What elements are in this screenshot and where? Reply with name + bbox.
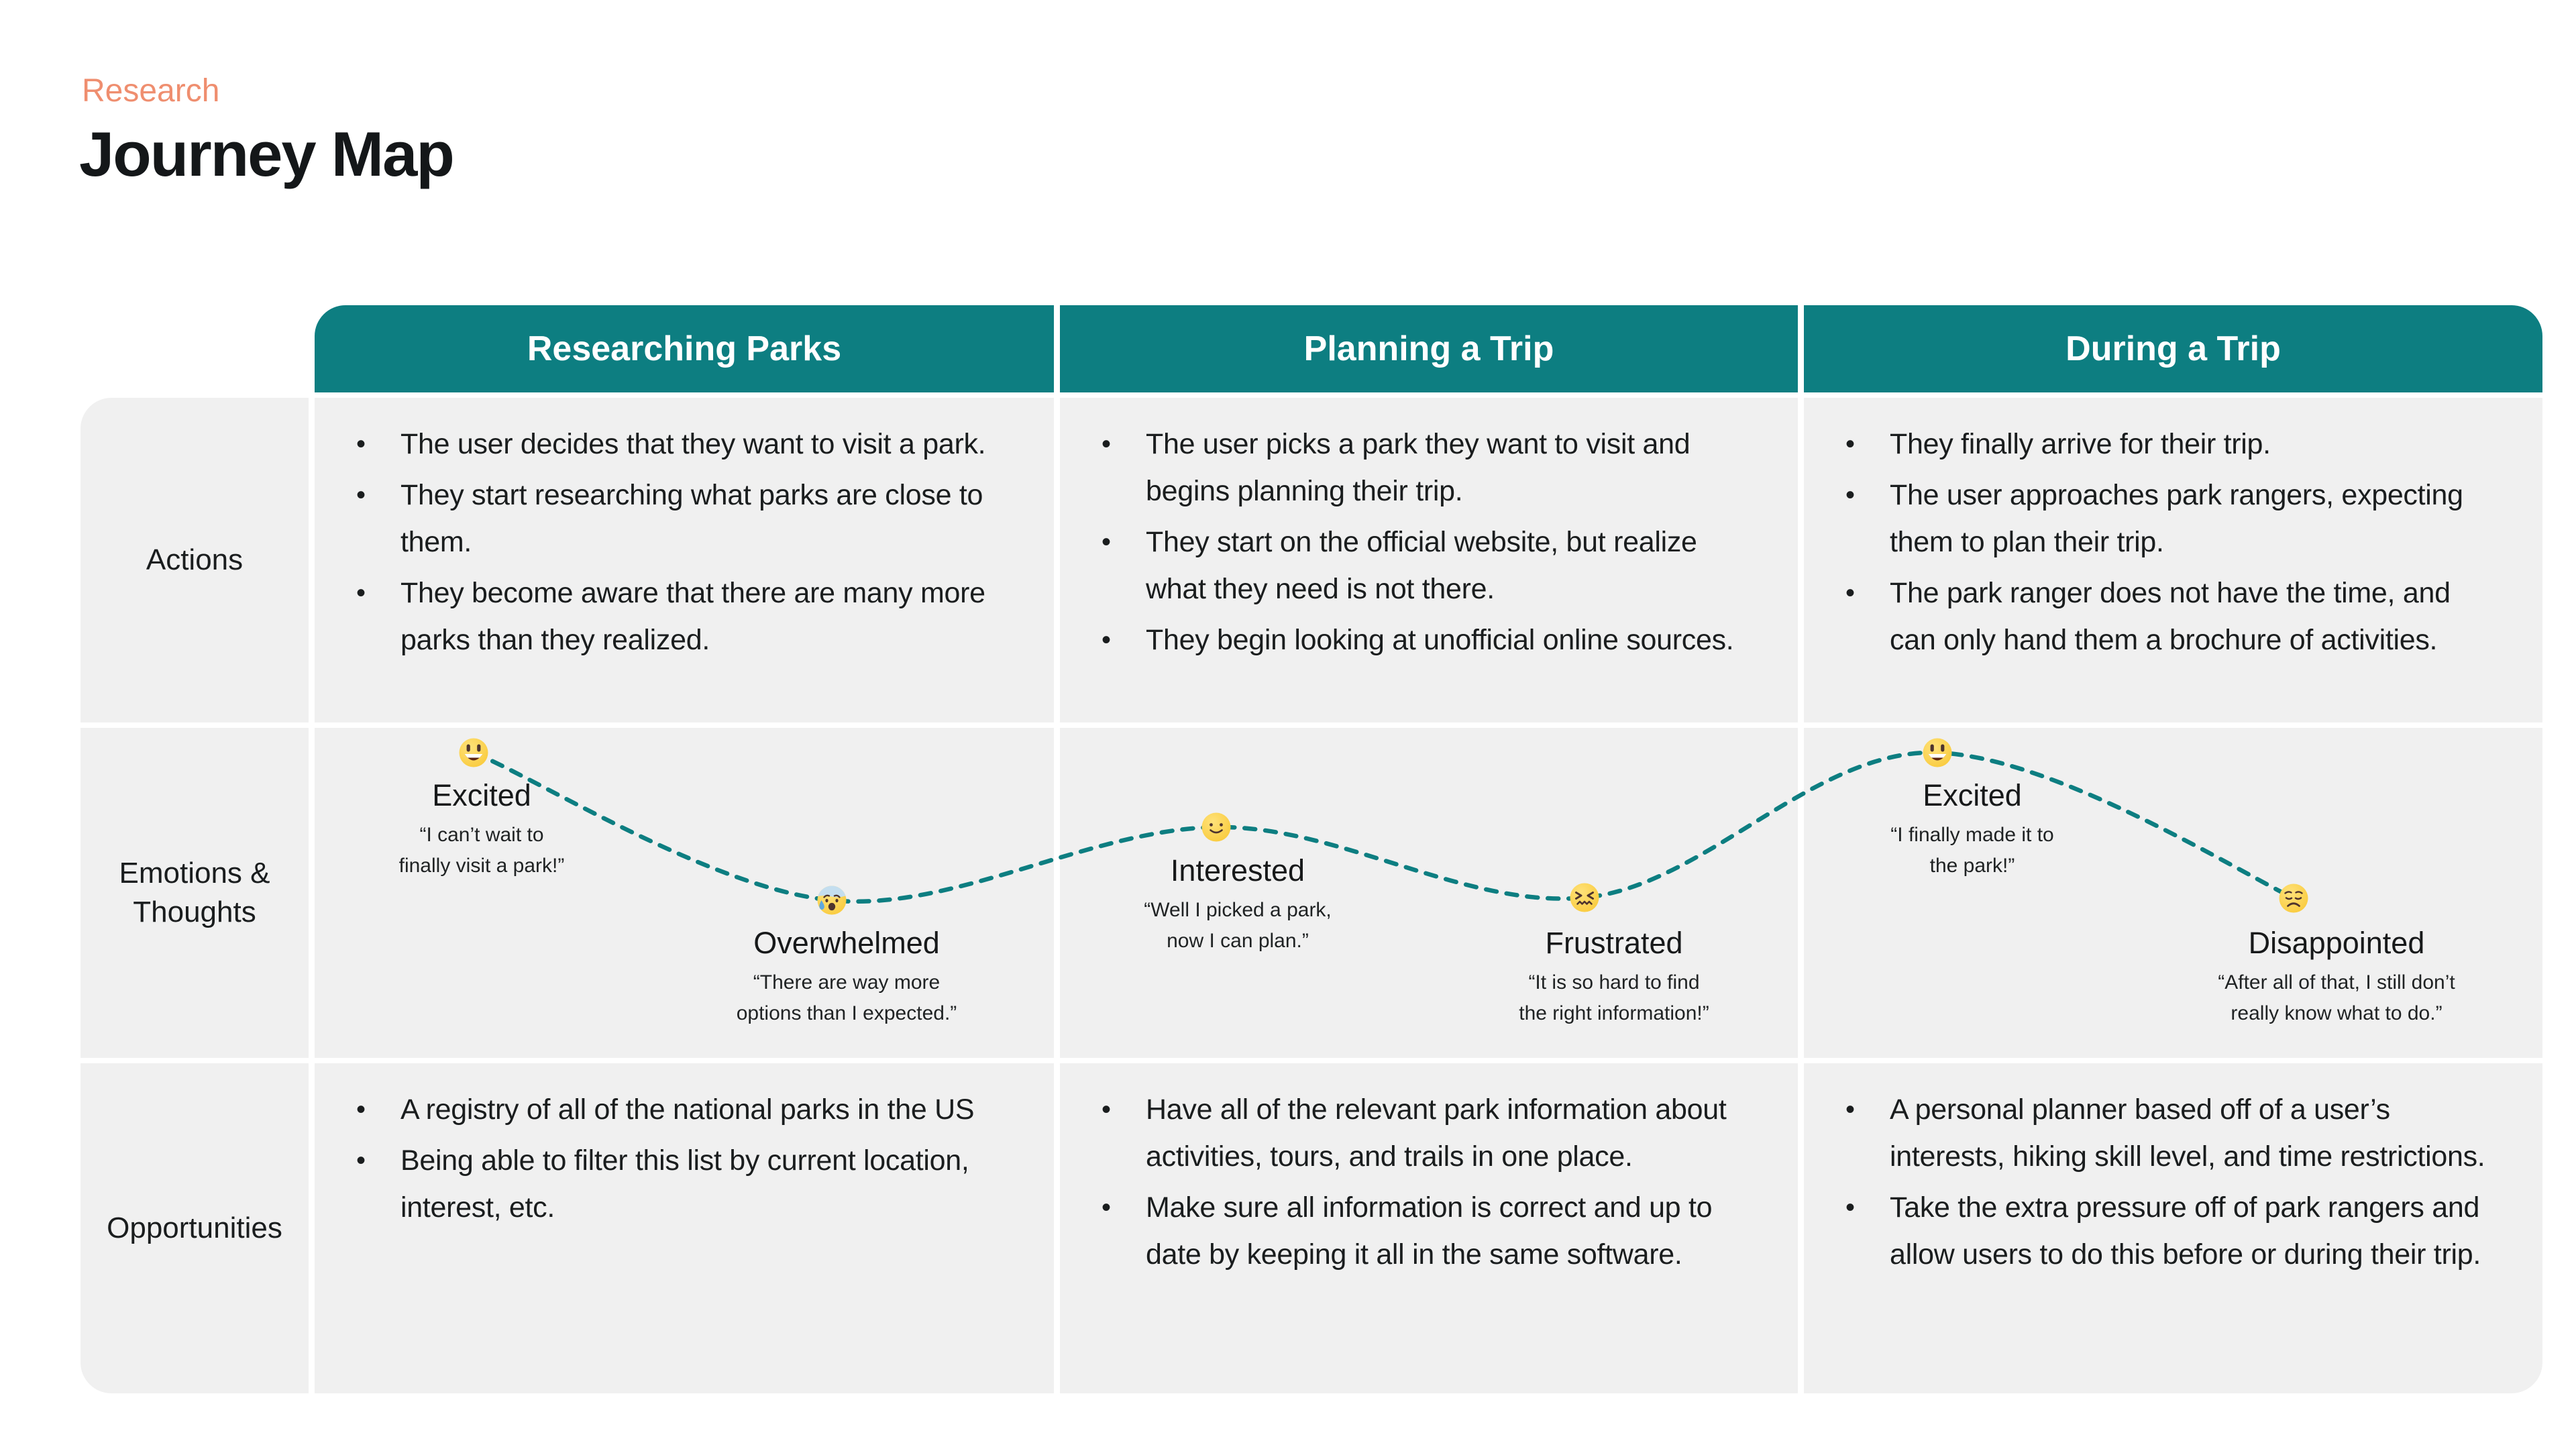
emotion-quote: “After all of that, I still don’t really… [2149,967,2524,1029]
quote-line: “Well I picked a park, [1144,899,1332,921]
page-title: Journey Map [79,119,455,189]
emotion-quote: “There are way more options than I expec… [659,967,1034,1029]
quote-line: the park!” [1929,855,2015,877]
quote-line: finally visit a park!” [398,855,565,877]
quote-line: now I can plan.” [1167,930,1309,952]
quote-line: the right information!” [1519,1002,1709,1024]
list-item: The park ranger does not have the time, … [1845,570,2490,663]
list-item: Have all of the relevant park informatio… [1102,1086,1746,1180]
disappointed-emoji-icon [2277,882,2310,914]
emotion-quote: “Well I picked a park, now I can plan.” [1050,895,1426,957]
quote-line: “After all of that, I still don’t [2218,971,2455,994]
interested-emoji-icon [1200,811,1232,843]
row-label-opportunities: Opportunities [80,1063,309,1393]
header-during-a-trip: During a Trip [1804,305,2542,392]
header-researching-parks: Researching Parks [315,305,1054,392]
overwhelmed-emoji-icon [816,884,848,916]
emotion-label: Disappointed [2248,926,2425,960]
quote-line: “There are way more [753,971,941,994]
actions-planning-cell: The user picks a park they want to visit… [1060,398,1798,722]
quote-line: “I finally made it to [1890,824,2054,846]
list-item: The user picks a park they want to visit… [1102,421,1746,515]
opportunities-during-list: A personal planner based off of a user’s… [1804,1086,2542,1278]
opportunities-researching-cell: A registry of all of the national parks … [315,1063,1054,1393]
list-item: Being able to filter this list by curren… [356,1137,1002,1231]
list-item: A personal planner based off of a user’s… [1845,1086,2490,1180]
quote-line: “I can’t wait to [419,824,544,846]
quote-line: options than I expected.” [736,1002,957,1024]
header-planning-a-trip: Planning a Trip [1060,305,1798,392]
eyebrow-label: Research [82,73,220,109]
emotion-label: Interested [1170,853,1305,888]
list-item: A registry of all of the national parks … [356,1086,1002,1133]
header-spacer [80,305,309,392]
list-item: Take the extra pressure off of park rang… [1845,1184,2490,1278]
list-item: They finally arrive for their trip. [1845,421,2490,468]
list-item: Make sure all information is correct and… [1102,1184,1746,1278]
emotion-quote: “I can’t wait to finally visit a park!” [294,820,669,881]
actions-during-list: They finally arrive for their trip. The … [1804,421,2542,663]
list-item: The user decides that they want to visit… [356,421,1002,468]
actions-during-cell: They finally arrive for their trip. The … [1804,398,2542,722]
emotion-label: Excited [1923,778,2022,812]
opportunities-during-cell: A personal planner based off of a user’s… [1804,1063,2542,1393]
opportunities-planning-cell: Have all of the relevant park informatio… [1060,1063,1798,1393]
actions-planning-list: The user picks a park they want to visit… [1060,421,1798,663]
list-item: They start researching what parks are cl… [356,472,1002,566]
actions-researching-list: The user decides that they want to visit… [315,421,1054,663]
opportunities-planning-list: Have all of the relevant park informatio… [1060,1086,1798,1278]
list-item: They begin looking at unofficial online … [1102,616,1746,663]
list-item: They become aware that there are many mo… [356,570,1002,663]
emotion-label: Overwhelmed [753,926,940,960]
opportunities-researching-list: A registry of all of the national parks … [315,1086,1054,1231]
quote-line: “It is so hard to find [1528,971,1700,994]
quote-line: really know what to do.” [2231,1002,2443,1024]
actions-researching-cell: The user decides that they want to visit… [315,398,1054,722]
emotion-quote: “It is so hard to find the right informa… [1426,967,1802,1029]
emotion-label: Excited [432,778,531,812]
emotion-quote: “I finally made it to the park!” [1784,820,2160,881]
excited-emoji-icon [458,737,490,769]
emotion-label: Frustrated [1545,926,1683,960]
excited-emoji-icon [1921,737,1953,769]
list-item: They start on the official website, but … [1102,519,1746,612]
row-label-emotions: Emotions & Thoughts [80,728,309,1058]
frustrated-emoji-icon [1568,881,1601,914]
list-item: The user approaches park rangers, expect… [1845,472,2490,566]
row-label-actions: Actions [80,398,309,722]
